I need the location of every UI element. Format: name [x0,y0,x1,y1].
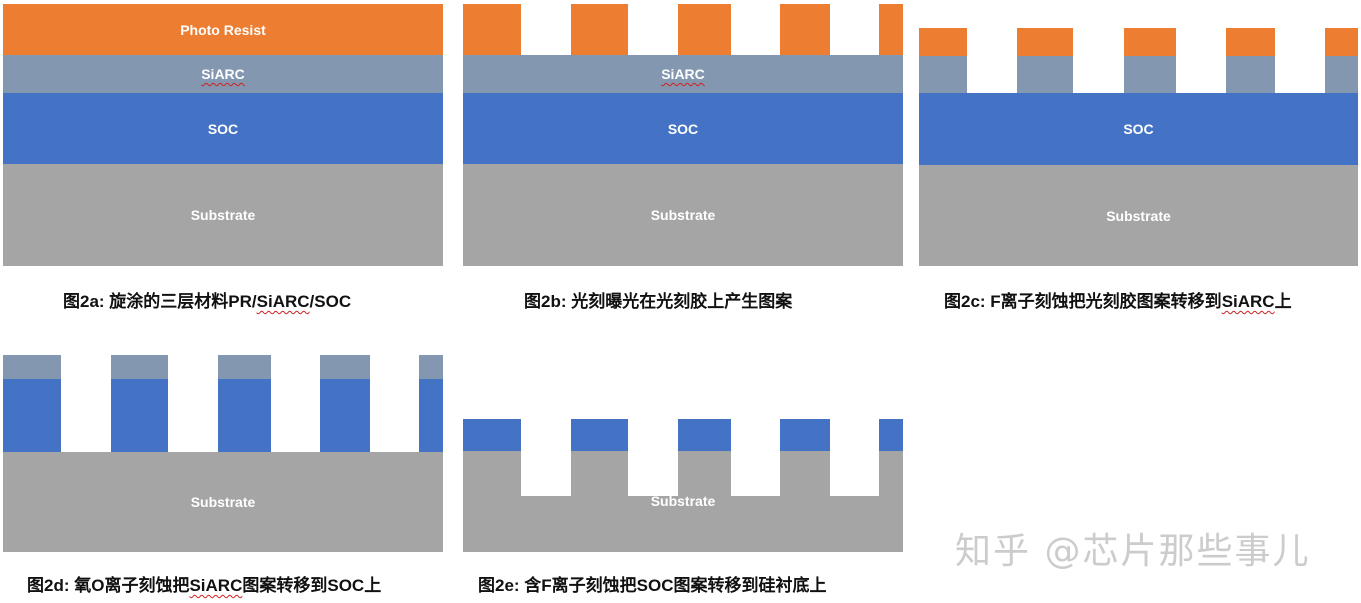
substrate-pillar [463,451,521,496]
resist-block [919,28,967,56]
caption-2a-siarc: SiARC [256,292,310,311]
resist-block [1017,28,1073,56]
resist-block [1124,28,1176,56]
siarc-block [1325,56,1358,93]
caption-2a-suffix: /SOC [309,292,352,311]
resist-block [463,4,521,55]
soc-layer: SOC [3,93,443,164]
siarc-block [1124,56,1176,93]
soc-block [218,379,271,452]
caption-2c-siarc: SiARC [1221,292,1275,311]
soc-block [678,419,731,451]
siarc-block [3,355,61,379]
substrate-layer: Substrate [463,164,903,266]
substrate-pillar [571,451,628,496]
resist-block [780,4,830,55]
photo-resist-layer: Photo Resist [3,4,443,55]
substrate-label: Substrate [190,494,256,510]
substrate-pillar [879,451,903,496]
substrate-pillar [678,451,731,496]
caption-2d: 图2d: 氧O离子刻蚀把SiARC图案转移到SOC上 [27,571,381,596]
siarc-block [919,56,967,93]
substrate-pillar [780,451,830,496]
resist-block [571,4,628,55]
resist-block [879,4,903,55]
caption-2c: 图2c: F离子刻蚀把光刻胶图案转移到SiARC上 [944,287,1292,312]
resist-block [1226,28,1275,56]
substrate-label: Substrate [650,207,716,223]
siarc-block [111,355,168,379]
soc-label: SOC [667,120,699,137]
panel-2a: Photo Resist SiARC SOC Substrate [3,4,443,266]
substrate-layer: Substrate [919,165,1358,266]
siarc-label: SiARC [201,66,245,82]
siarc-layer: SiARC [463,55,903,93]
substrate-layer: Substrate [3,452,443,552]
substrate-label: Substrate [650,493,716,509]
soc-block [571,419,628,451]
soc-block [111,379,168,452]
caption-2c-suffix: 上 [1274,292,1292,311]
soc-layer: SOC [919,93,1358,165]
caption-2d-siarc: SiARC [189,576,243,595]
panel-2e: Substrate [463,419,903,552]
soc-block [3,379,61,452]
siarc-label: SiARC [661,66,705,82]
siarc-block [320,355,370,379]
siarc-block [419,355,443,379]
caption-2a: 图2a: 旋涂的三层材料PR/SiARC/SOC [63,287,351,312]
caption-2b: 图2b: 光刻曝光在光刻胶上产生图案 [524,292,793,311]
photo-resist-label: Photo Resist [180,21,266,38]
caption-2d-prefix: 图2d: 氧O离子刻蚀把 [27,576,190,595]
soc-block [780,419,830,451]
siarc-layer: SiARC [3,55,443,93]
caption-2a-prefix: 图2a: 旋涂的三层材料PR/ [63,292,257,311]
soc-block [419,379,443,452]
substrate-label: Substrate [190,207,256,223]
resist-block [678,4,731,55]
soc-block [879,419,903,451]
soc-label: SOC [207,120,239,137]
substrate-label: Substrate [1106,207,1171,224]
siarc-block [1226,56,1275,93]
substrate-base [463,496,903,552]
soc-layer: SOC [463,93,903,164]
panel-2b: SiARC SOC Substrate [463,4,903,266]
soc-block [463,419,521,451]
watermark: 知乎 @芯片那些事儿 [955,531,1311,572]
caption-2d-suffix: 图案转移到SOC上 [242,576,382,595]
caption-2c-prefix: 图2c: F离子刻蚀把光刻胶图案转移到 [944,292,1222,311]
soc-label: SOC [1123,121,1154,137]
resist-block [1325,28,1358,56]
substrate-layer: Substrate [3,164,443,266]
siarc-block [218,355,271,379]
soc-block [320,379,370,452]
caption-2e: 图2e: 含F离子刻蚀把SOC图案转移到硅衬底上 [478,576,827,595]
panel-2c: SOC Substrate [919,28,1358,266]
panel-2d: Substrate [3,355,443,552]
siarc-block [1017,56,1073,93]
